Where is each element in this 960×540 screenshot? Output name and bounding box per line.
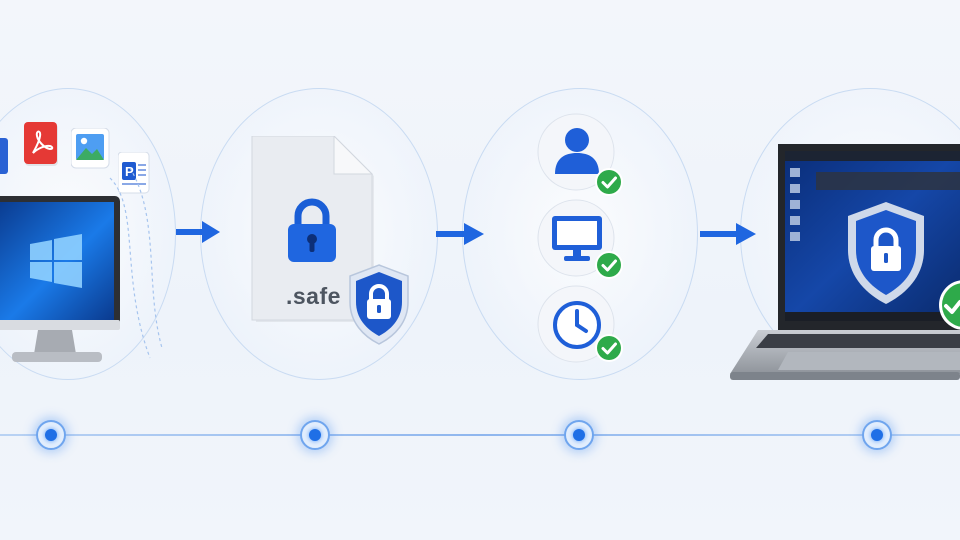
svg-text:P: P — [125, 164, 134, 179]
arrow-right-icon — [700, 223, 756, 245]
arrow-right-icon — [436, 223, 484, 245]
data-flow-lines — [109, 168, 163, 359]
monitor-icon — [552, 216, 602, 261]
file-extension-label: .safe — [286, 283, 341, 309]
word-file-icon: P — [118, 152, 150, 194]
shield-lock-icon — [848, 202, 924, 304]
timeline-node-1 — [36, 420, 66, 450]
check-badge-icon — [595, 334, 623, 362]
image-file-icon — [71, 128, 110, 169]
pdf-file-icon — [24, 122, 58, 166]
check-badge-icon — [939, 280, 960, 330]
timeline-node-4 — [862, 420, 892, 450]
timeline-node-2 — [300, 420, 330, 450]
user-icon — [555, 128, 599, 174]
lock-icon — [288, 198, 336, 262]
desktop-monitor-icon — [0, 196, 120, 362]
arrow-right-icon — [176, 221, 220, 243]
clock-icon — [553, 301, 601, 349]
timeline-line — [0, 434, 960, 436]
check-badge-icon — [595, 168, 623, 196]
check-badge-icon — [595, 251, 623, 279]
shield-lock-icon — [349, 264, 409, 345]
timeline-node-3 — [564, 420, 594, 450]
generic-file-icon — [0, 138, 8, 174]
